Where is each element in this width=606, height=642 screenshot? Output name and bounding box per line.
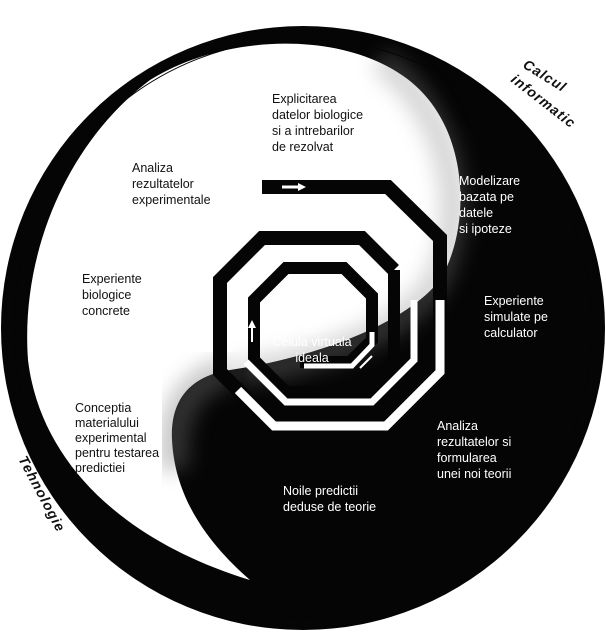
svg-text:Experiente: Experiente — [82, 272, 142, 286]
svg-text:Celula virtuala: Celula virtuala — [272, 335, 351, 349]
svg-text:deduse de teorie: deduse de teorie — [283, 500, 376, 514]
label-experiente-biologice: Experiente biologice concrete — [82, 272, 142, 318]
svg-text:experimental: experimental — [75, 431, 147, 445]
inner-rim-line — [13, 38, 593, 618]
svg-text:formularea: formularea — [437, 451, 497, 465]
svg-text:calculator: calculator — [484, 326, 538, 340]
svg-text:concrete: concrete — [82, 304, 130, 318]
label-center: Celula virtuala ideala — [272, 335, 351, 365]
svg-text:predictiei: predictiei — [75, 461, 125, 475]
label-experiente-simulate: Experiente simulate pe calculator — [484, 294, 548, 340]
arrow-inner — [359, 355, 373, 369]
svg-text:Analiza: Analiza — [132, 161, 173, 175]
svg-text:datele: datele — [459, 206, 493, 220]
arrow-left — [248, 320, 256, 342]
svg-text:biologice: biologice — [82, 288, 131, 302]
rim-label-analiza: Analiza — [517, 527, 570, 577]
svg-text:pentru testarea: pentru testarea — [75, 446, 159, 460]
svg-text:materialului: materialului — [75, 416, 139, 430]
label-noile-predictii: Noile predictii deduse de teorie — [283, 484, 376, 514]
svg-text:simulate pe: simulate pe — [484, 310, 548, 324]
svg-text:datelor biologice: datelor biologice — [272, 108, 363, 122]
label-analiza-teorie: Analiza rezultatelor si formularea unei … — [437, 419, 511, 481]
svg-text:rezultatelor si: rezultatelor si — [437, 435, 511, 449]
spiral-path — [213, 180, 447, 433]
label-explicitarea: Explicitarea datelor biologice si a intr… — [272, 92, 363, 154]
svg-text:Modelizare: Modelizare — [459, 174, 520, 188]
arrow-top — [282, 183, 306, 191]
label-analiza-experimentale: Analiza rezultatelor experimentale — [132, 161, 211, 207]
svg-text:de rezolvat: de rezolvat — [272, 140, 334, 154]
label-conceptia: Conceptia materialului experimental pent… — [75, 401, 159, 475]
svg-text:ideala: ideala — [295, 351, 328, 365]
svg-text:unei noi teorii: unei noi teorii — [437, 467, 511, 481]
svg-text:rezultatelor: rezultatelor — [132, 177, 194, 191]
svg-text:si a intrebarilor: si a intrebarilor — [272, 124, 354, 138]
svg-text:Noile predictii: Noile predictii — [283, 484, 358, 498]
svg-text:experimentale: experimentale — [132, 193, 211, 207]
svg-text:si ipoteze: si ipoteze — [459, 222, 512, 236]
white-swirl — [27, 43, 461, 580]
svg-text:Conceptia: Conceptia — [75, 401, 131, 415]
svg-text:Analiza: Analiza — [437, 419, 478, 433]
svg-text:Explicitarea: Explicitarea — [272, 92, 337, 106]
label-modelizare: Modelizare bazata pe datele si ipoteze — [459, 174, 520, 236]
svg-text:bazata pe: bazata pe — [459, 190, 514, 204]
svg-text:Experiente: Experiente — [484, 294, 544, 308]
center-dot — [308, 322, 314, 328]
